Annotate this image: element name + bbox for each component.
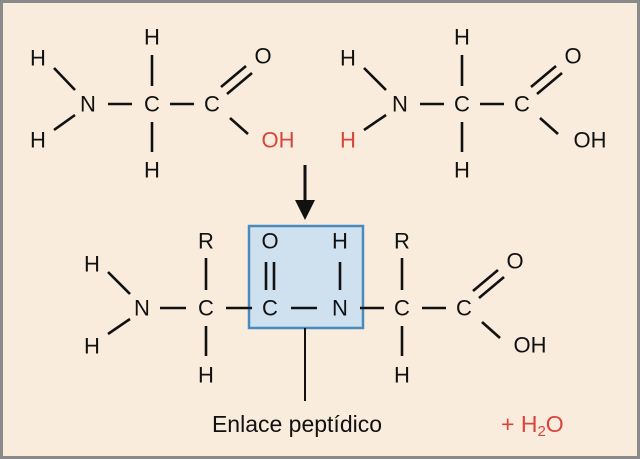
atom-h: H <box>454 25 470 50</box>
atom-h: H <box>84 334 100 359</box>
bond <box>107 317 131 336</box>
bond <box>363 113 387 132</box>
atom-oh: OH <box>514 333 547 358</box>
atom-c: C <box>198 296 214 321</box>
atom-c: C <box>456 296 472 321</box>
double-bond <box>226 72 253 95</box>
water-subscript: 2 <box>537 423 545 440</box>
water-label: + H2O <box>501 411 564 440</box>
bond <box>363 67 387 91</box>
atom-h: H <box>394 363 410 388</box>
atom-h-removed: H <box>340 128 356 153</box>
atom-o: O <box>506 249 523 274</box>
atom-c: C <box>514 92 530 117</box>
amino-acid-1: H N H C H H C O OH <box>30 25 294 183</box>
atom-c: C <box>454 92 470 117</box>
atom-r: R <box>198 229 214 254</box>
atom-n: N <box>80 92 96 117</box>
atom-h: H <box>144 25 160 50</box>
atom-oh: OH <box>574 128 607 153</box>
atom-n: N <box>392 92 408 117</box>
atom-c: C <box>262 296 278 321</box>
atom-h: H <box>30 46 46 71</box>
atom-c: C <box>394 296 410 321</box>
atom-h: H <box>84 252 100 277</box>
bond <box>107 271 131 295</box>
reaction-arrow-icon <box>295 165 315 220</box>
atom-o: O <box>261 229 278 254</box>
atom-h: H <box>198 363 214 388</box>
bond <box>53 113 76 132</box>
atom-oh-removed: OH <box>262 128 295 153</box>
water-plus-h: + H <box>501 411 537 437</box>
atom-h: H <box>30 128 46 153</box>
double-bond <box>530 65 557 88</box>
peptide-bond-label: Enlace peptídico <box>212 411 382 437</box>
amino-acid-2: H N H C H H C O OH <box>340 25 606 183</box>
bond <box>229 117 249 135</box>
water-o: O <box>546 411 564 437</box>
bond <box>53 67 76 91</box>
double-bond <box>536 72 563 95</box>
atom-h: H <box>454 158 470 183</box>
double-bond <box>472 269 499 292</box>
bond <box>539 117 559 135</box>
atom-h: H <box>144 158 160 183</box>
peptide-bond-highlight <box>247 224 365 330</box>
atom-c: C <box>204 92 220 117</box>
atom-c: C <box>144 92 160 117</box>
atom-o: O <box>254 44 271 69</box>
atom-h: H <box>340 46 356 71</box>
dipeptide: H N H C R H C O H N C R H C O OH <box>84 224 547 401</box>
bond <box>481 321 501 339</box>
double-bond <box>478 276 505 299</box>
atom-r: R <box>394 229 410 254</box>
double-bond <box>220 65 247 88</box>
atom-h: H <box>332 229 348 254</box>
atom-n: N <box>134 296 150 321</box>
atom-n: N <box>332 296 348 321</box>
atom-o: O <box>564 44 581 69</box>
